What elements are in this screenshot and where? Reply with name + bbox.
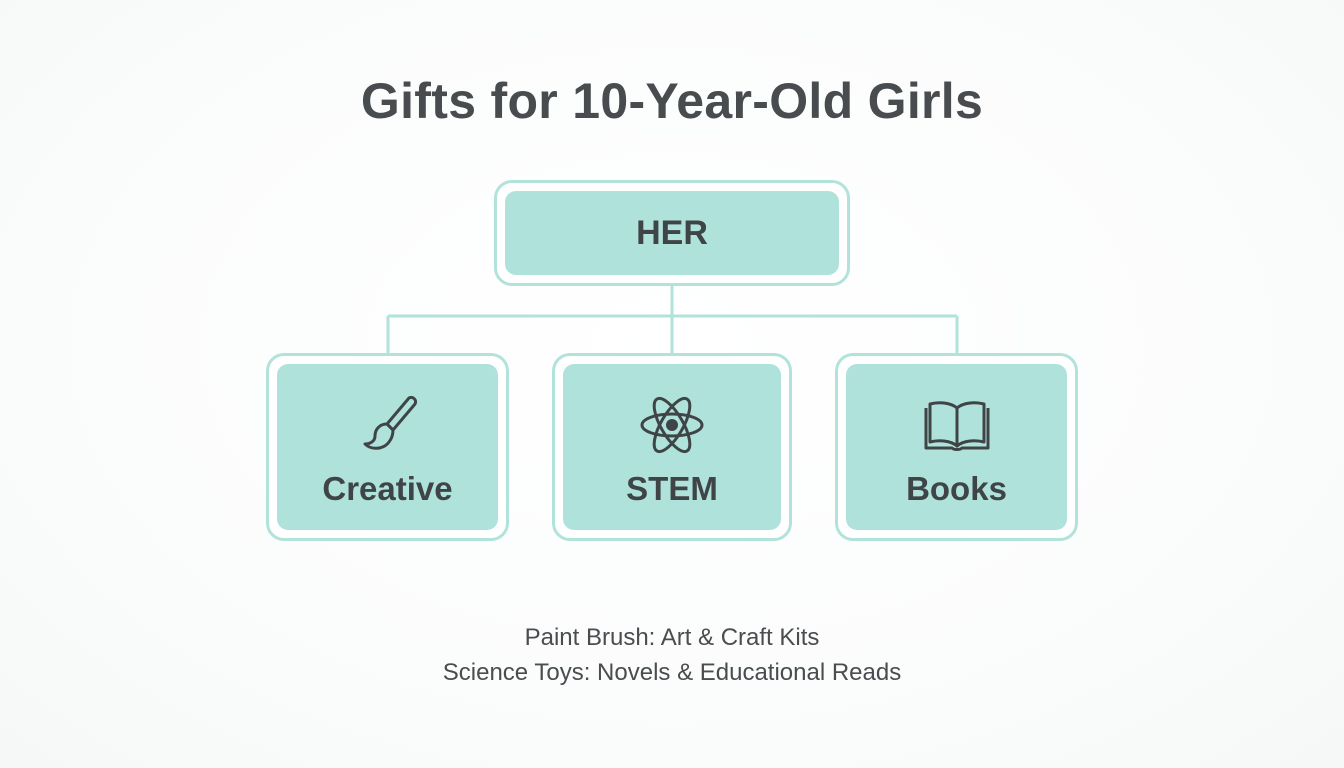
caption-line-1: Paint Brush: Art & Craft Kits (524, 624, 820, 651)
category-label-stem: STEM (626, 470, 718, 507)
paint-brush-icon (363, 396, 417, 450)
atom-icon (640, 396, 704, 454)
root-node-label: HER (636, 213, 708, 252)
category-label-books: Books (906, 470, 1007, 507)
category-node-stem: STEM (552, 353, 792, 541)
category-node-stem-fill: STEM (563, 364, 781, 530)
open-book-icon (924, 401, 989, 451)
diagram-title: Gifts for 10-Year-Old Girls (360, 73, 984, 129)
category-node-books-fill: Books (846, 364, 1067, 530)
category-node-books: Books (835, 353, 1078, 541)
category-node-creative-fill: Creative (277, 364, 498, 530)
root-node: HER (494, 180, 850, 286)
category-node-creative: Creative (266, 353, 509, 541)
root-node-fill: HER (505, 191, 839, 275)
category-label-creative: Creative (322, 470, 453, 507)
caption-line-2: Science Toys: Novels & Educational Reads (442, 659, 902, 686)
